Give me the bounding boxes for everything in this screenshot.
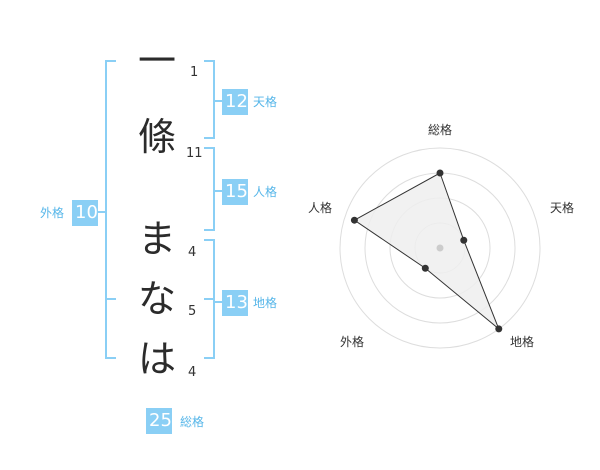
name-char-5: は [138, 337, 177, 381]
jinkaku-label: 人格 [253, 185, 278, 199]
tenkaku-label: 天格 [253, 95, 278, 109]
gaikaku-badge: 10 [72, 200, 98, 226]
name-char-1: 一 [138, 39, 177, 83]
gaikaku-label: 外格 [40, 206, 65, 220]
radar-label-chikaku: 地格 [510, 335, 535, 349]
radar-label-gaikaku: 外格 [340, 335, 365, 349]
tenkaku-badge: 12 [222, 89, 248, 115]
tenkaku-bracket [204, 60, 215, 139]
radar-point-3 [495, 325, 503, 333]
radar-label-tenkaku: 天格 [550, 201, 575, 215]
radar-label-soukaku: 総格 [428, 123, 453, 137]
soukaku-label: 総格 [180, 415, 205, 429]
chikaku-label: 地格 [253, 296, 278, 310]
radar-point-2 [460, 236, 468, 244]
radar-ring [339, 147, 541, 349]
stroke-count-3: 4 [188, 245, 197, 260]
radar-point-4 [421, 264, 429, 272]
jinkaku-bracket [204, 147, 215, 231]
name-char-2: 條 [138, 115, 177, 159]
stroke-count-2: 11 [186, 146, 203, 161]
gaikaku-bracket [105, 60, 116, 359]
name-char-3: ま [138, 217, 177, 261]
chikaku-badge: 13 [222, 290, 248, 316]
radar-point-5 [350, 216, 358, 224]
stroke-count-4: 5 [188, 304, 197, 319]
radar-point-1 [436, 169, 444, 177]
stroke-count-5: 4 [188, 365, 197, 380]
radar-center [436, 244, 444, 252]
radar-polygon [353, 172, 500, 330]
radar-label-jinkaku: 人格 [308, 201, 333, 215]
stroke-count-1: 1 [190, 65, 199, 80]
name-char-4: な [138, 277, 177, 321]
soukaku-badge: 25 [146, 408, 172, 434]
jinkaku-badge: 15 [222, 179, 248, 205]
